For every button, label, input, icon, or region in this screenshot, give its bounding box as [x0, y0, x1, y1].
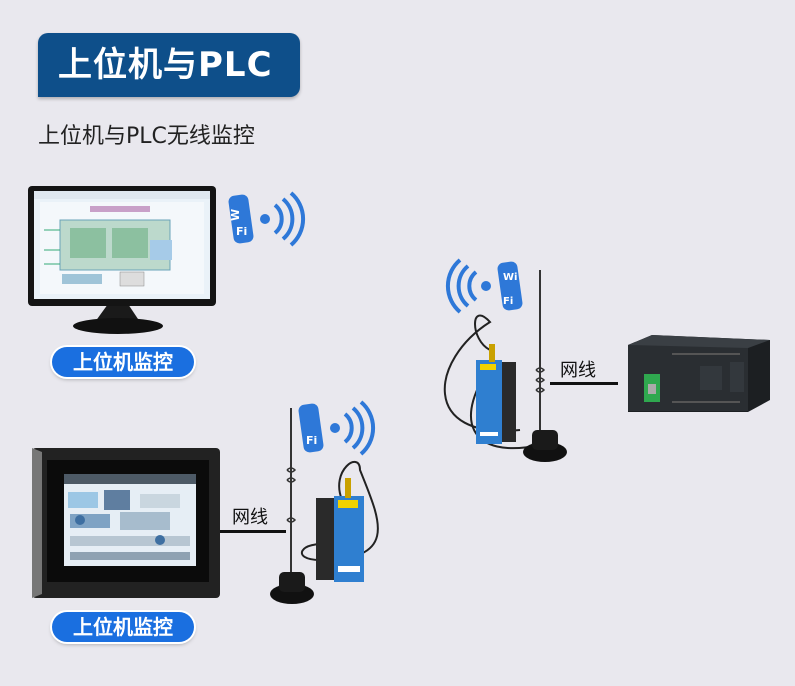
svg-text:W: W — [229, 209, 242, 221]
wire-label-right: 网线 — [560, 360, 596, 381]
svg-text:Fi: Fi — [503, 296, 513, 307]
page-subtitle: 上位机与PLC无线监控 — [38, 124, 255, 149]
monitor-label-top: 上位机监控 — [52, 347, 194, 377]
title-banner — [38, 33, 300, 97]
ethernet-wire-right — [550, 382, 618, 385]
monitor-label-bottom: 上位机监控 — [52, 612, 194, 642]
page-title: 上位机与PLC — [58, 45, 273, 85]
ethernet-wire-bottom — [220, 530, 286, 533]
svg-text:Wi: Wi — [503, 272, 517, 283]
svg-text:Fi: Fi — [306, 434, 317, 447]
svg-text:Fi: Fi — [236, 225, 247, 238]
wire-label-bottom: 网线 — [232, 507, 268, 528]
